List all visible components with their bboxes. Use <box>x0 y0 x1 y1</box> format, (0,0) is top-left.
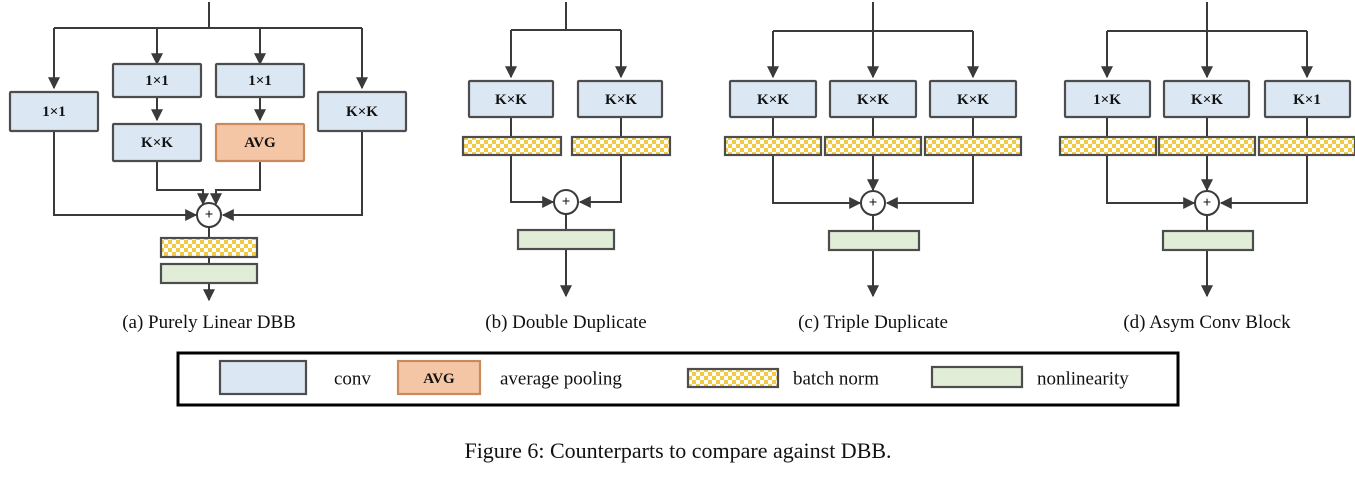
conv-block-label: K×K <box>605 92 637 108</box>
batch-norm-bar <box>1058 135 1158 157</box>
conv-block-label: 1×1 <box>145 73 169 89</box>
panel-a-wiring <box>48 2 368 302</box>
legend-swatch-conv <box>218 359 308 396</box>
legend-label-average-pooling: average pooling <box>500 369 622 390</box>
batch-norm-bar <box>1157 135 1257 157</box>
conv-block-label: K×K <box>1191 92 1223 108</box>
conv-block-kx1 <box>1263 79 1352 119</box>
nonlinearity-bar <box>516 228 616 251</box>
legend-swatch-avg <box>396 359 482 396</box>
conv-block-label: 1×K <box>1093 92 1121 108</box>
conv-block-kxk <box>928 79 1018 119</box>
conv-block-label: K×1 <box>1293 92 1321 108</box>
avg-pool-label: AVG <box>244 135 276 151</box>
conv-block-1xk <box>1063 79 1152 119</box>
nonlinearity-bar <box>1161 229 1255 252</box>
conv-block-label: K×K <box>495 92 527 108</box>
panel-d: 1×K K×K K×1 + (d) Asym Conv Block <box>1058 2 1355 333</box>
conv-block-kxk <box>828 79 918 119</box>
panel-b-wiring <box>505 2 627 298</box>
legend-swatch-avg-label: AVG <box>423 371 455 387</box>
nonlinearity-bar <box>159 262 259 285</box>
conv-block-kxk <box>316 90 408 133</box>
panel-c: K×K K×K K×K + (c) Triple Duplicate <box>723 2 1023 333</box>
legend-label-batch-norm: batch norm <box>793 369 879 390</box>
batch-norm-bar <box>461 135 563 157</box>
sum-node <box>553 189 579 215</box>
sum-node-label: + <box>1203 195 1212 211</box>
panel-c-wiring <box>767 2 979 298</box>
batch-norm-bar <box>823 135 923 157</box>
sum-node-label: + <box>869 195 878 211</box>
conv-block-kxk <box>576 79 664 119</box>
legend-label-conv: conv <box>334 369 371 390</box>
conv-block-label: K×K <box>957 92 989 108</box>
conv-block-kxk <box>728 79 818 119</box>
conv-block-1x1 <box>214 62 306 99</box>
conv-block-label: K×K <box>141 135 173 151</box>
sum-node-label: + <box>562 194 571 210</box>
conv-block-label: K×K <box>346 104 378 120</box>
panel-b: K×K K×K + (b) Double Duplicate <box>461 2 672 333</box>
legend: conv AVG average pooling batch norm nonl… <box>176 351 1180 407</box>
conv-block-label: K×K <box>857 92 889 108</box>
conv-block-kxk <box>1162 79 1251 119</box>
nonlinearity-bar <box>827 229 921 252</box>
sum-node-label: + <box>205 207 214 223</box>
panel-a: 1×1 1×1 1×1 K×K AVG K×K + (a) Purely Lin… <box>8 2 408 333</box>
batch-norm-bar <box>159 236 259 259</box>
sum-node <box>196 202 222 228</box>
conv-block-label: 1×1 <box>42 104 66 120</box>
conv-block-label: 1×1 <box>248 73 272 89</box>
batch-norm-bar <box>923 135 1023 157</box>
legend-border <box>176 351 1180 407</box>
conv-block-kxk <box>111 122 203 163</box>
legend-swatch-batch-norm <box>686 367 780 389</box>
batch-norm-bar <box>723 135 823 157</box>
batch-norm-bar <box>570 135 672 157</box>
conv-block-kxk <box>467 79 555 119</box>
conv-block-1x1 <box>8 90 100 133</box>
legend-swatch-nonlinearity <box>930 365 1024 389</box>
batch-norm-bar <box>1257 135 1355 157</box>
panel-caption-d: (d) Asym Conv Block <box>1123 312 1291 333</box>
conv-block-label: K×K <box>757 92 789 108</box>
panel-caption-b: (b) Double Duplicate <box>485 312 646 333</box>
panel-caption-a: (a) Purely Linear DBB <box>122 312 296 333</box>
sum-node <box>1194 190 1220 216</box>
panel-caption-c: (c) Triple Duplicate <box>798 312 948 333</box>
sum-node <box>860 190 886 216</box>
figure-caption: Figure 6: Counterparts to compare agains… <box>464 438 891 463</box>
legend-label-nonlinearity: nonlinearity <box>1037 369 1129 390</box>
avg-pool-block <box>214 122 306 163</box>
conv-block-1x1 <box>111 62 203 99</box>
